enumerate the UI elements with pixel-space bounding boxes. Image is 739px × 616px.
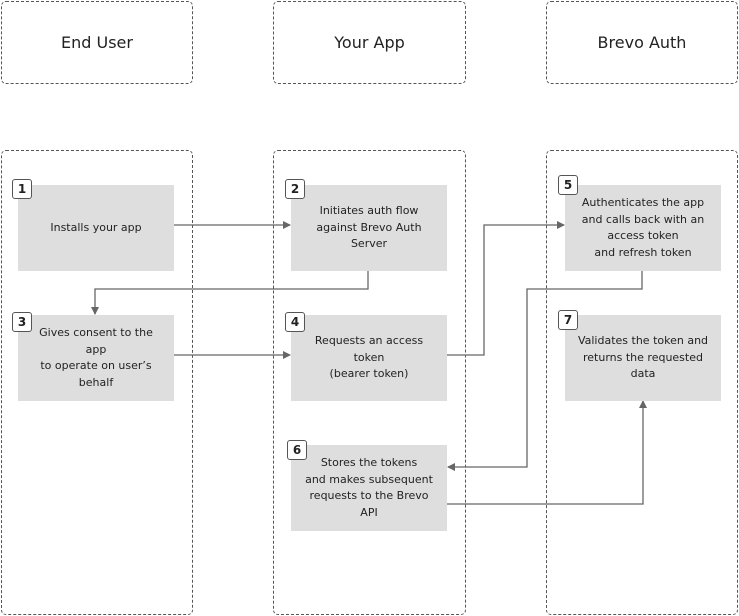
step-3-number: 3 (12, 312, 32, 332)
lane-title-brevo-auth: Brevo Auth (597, 33, 687, 52)
step-2-text: Initiates auth flow against Brevo Auth S… (316, 204, 422, 251)
lane-header-brevo-auth: Brevo Auth (546, 1, 738, 84)
lane-header-your-app: Your App (273, 1, 466, 84)
lane-body-end-user (1, 150, 193, 615)
step-7-box: Validates the token and returns the requ… (565, 315, 721, 401)
step-3-text: Gives consent to the app to operate on u… (39, 326, 153, 389)
step-5-number: 5 (558, 175, 578, 195)
step-4-number: 4 (285, 312, 305, 332)
step-1-text: Installs your app (50, 220, 142, 234)
step-3-box: Gives consent to the app to operate on u… (18, 315, 174, 401)
lane-header-end-user: End User (1, 1, 193, 84)
step-5-text: Authenticates the app and calls back wit… (581, 196, 705, 259)
step-7-text: Validates the token and returns the requ… (577, 334, 709, 381)
step-6-box: Stores the tokens and makes subsequent r… (291, 445, 447, 531)
lane-title-end-user: End User (61, 33, 133, 52)
step-4-text: Requests an access token (bearer token) (314, 334, 424, 381)
step-4-box: Requests an access token (bearer token) (291, 315, 447, 401)
step-7-number: 7 (558, 310, 578, 330)
step-2-box: Initiates auth flow against Brevo Auth S… (291, 185, 447, 271)
step-6-text: Stores the tokens and makes subsequent r… (305, 456, 433, 519)
step-6-number: 6 (287, 440, 307, 460)
lane-title-your-app: Your App (334, 33, 405, 52)
step-2-number: 2 (285, 179, 305, 199)
step-1-number: 1 (12, 179, 32, 199)
step-1-box: Installs your app (18, 185, 174, 271)
step-5-box: Authenticates the app and calls back wit… (565, 185, 721, 271)
